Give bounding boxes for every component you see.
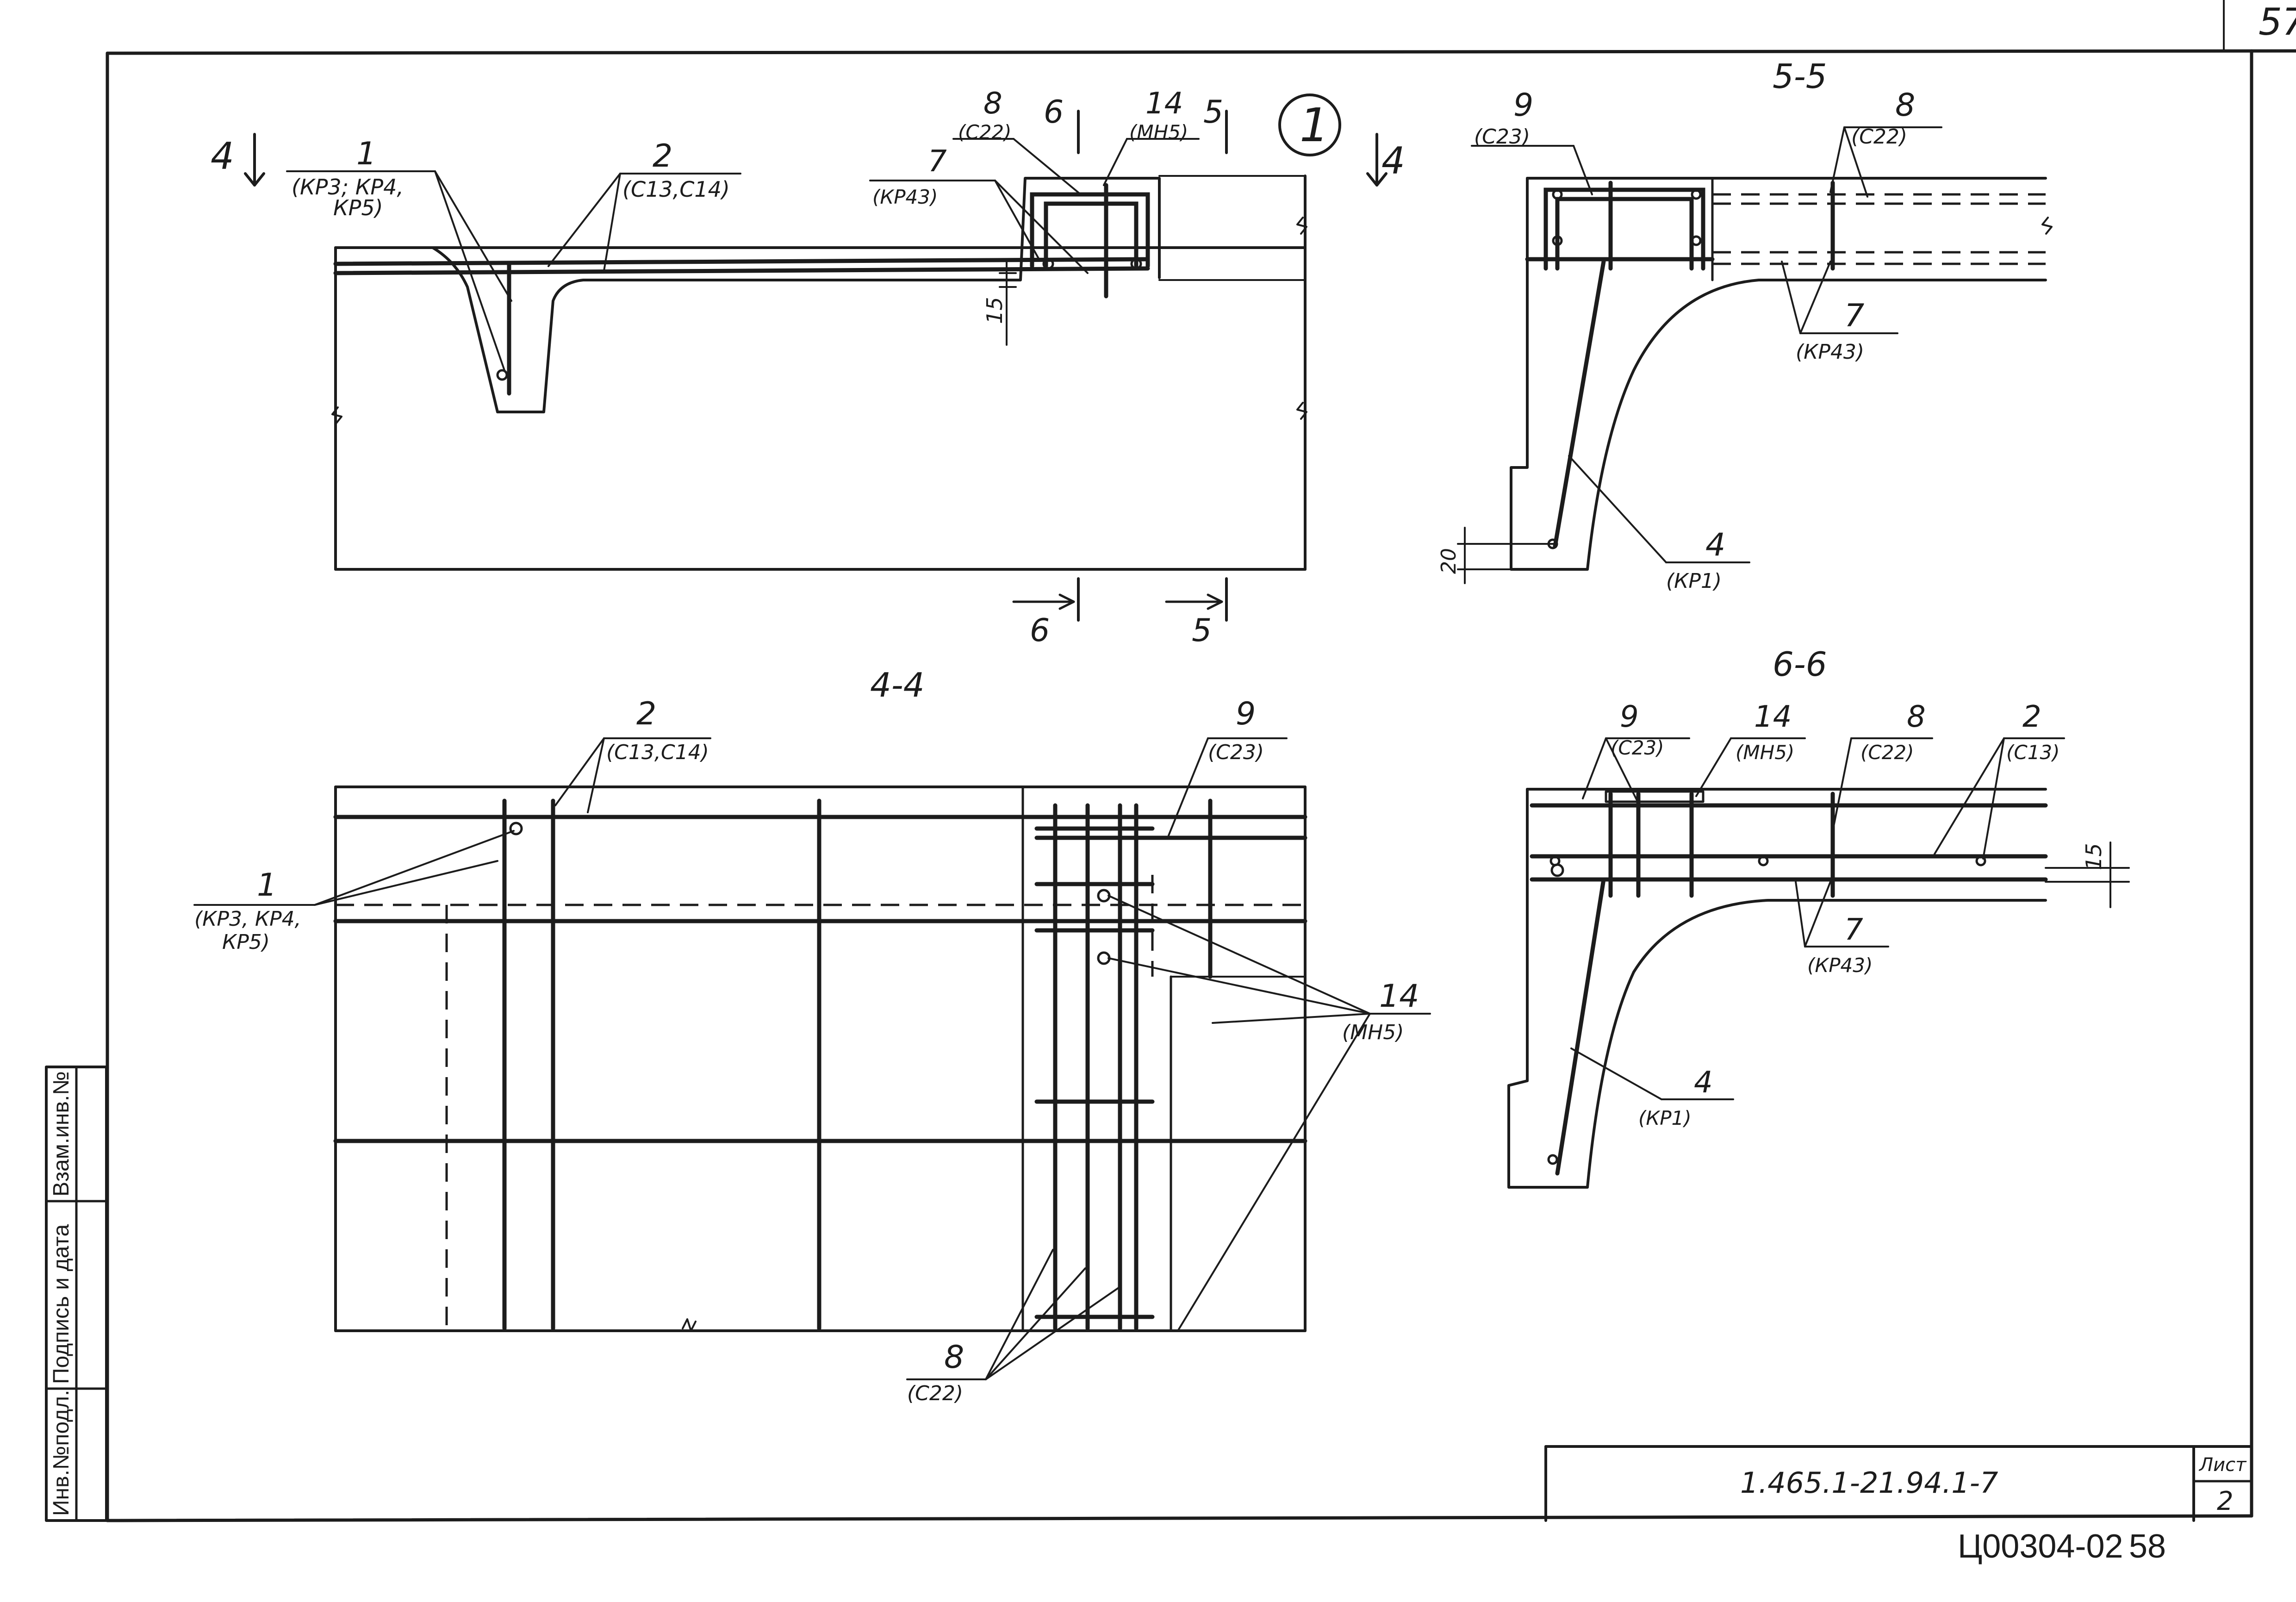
s66-pos4-num: 4	[1694, 1066, 1713, 1100]
sheet-label: Лист	[2198, 1454, 2247, 1476]
corner-number: 57	[2259, 0, 2296, 44]
archive-number: Ц00304-02	[1958, 1528, 2123, 1565]
s44-pos8-num: 8	[944, 1339, 964, 1376]
s44-pos1-code2: КР5)	[222, 930, 270, 954]
view1-pos1-code2: КР5)	[333, 195, 383, 220]
view1-pos7-num: 7	[928, 144, 947, 179]
cut-6-bottom: 6	[1030, 612, 1050, 649]
cut-6-top: 6	[1044, 94, 1064, 131]
side-stamp	[45, 1066, 108, 1522]
s55-pos8-num: 8	[1895, 87, 1915, 124]
s66-pos14-num: 14	[1754, 700, 1792, 734]
detail-marker-circle	[1278, 94, 1341, 156]
s44-pos9-num: 9	[1236, 696, 1256, 732]
s66-pos8-num: 8	[1907, 700, 1926, 734]
cut-4-left: 4	[211, 135, 234, 178]
s55-pos9-code: (С23)	[1474, 125, 1530, 149]
stamp-podpis-data: Подпись и дата	[49, 1224, 74, 1384]
s66-pos14-code: (МН5)	[1736, 741, 1794, 764]
detail-marker: 1	[1300, 98, 1329, 152]
section-4-4	[333, 785, 1307, 1332]
section-6-6-title: 6-6	[1773, 645, 1827, 684]
s44-pos2-code: (С13,С14)	[606, 741, 709, 764]
cut-marks-view1	[244, 110, 1388, 622]
s44-pos2-num: 2	[636, 696, 656, 732]
s66-pos9-code: (С23)	[1611, 736, 1664, 759]
s55-pos9-num: 9	[1513, 87, 1533, 124]
s44-pos9-code: (С23)	[1208, 741, 1264, 764]
s66-pos2-num: 2	[2022, 700, 2041, 734]
leaders-section44	[193, 737, 1431, 1380]
view1-pos14-code: (МН5)	[1129, 121, 1188, 143]
archive-page: 58	[2129, 1528, 2166, 1565]
leaders-view1	[286, 138, 1200, 371]
s66-pos7-num: 7	[1844, 913, 1863, 947]
dim-20-section55: 20	[1437, 548, 1461, 574]
s66-pos4-code: (КР1)	[1638, 1107, 1692, 1129]
sheet-frame	[106, 0, 2296, 1522]
view1-pos8-num: 8	[983, 87, 1002, 121]
leaders-section66	[1570, 737, 2065, 1100]
s55-pos7-code: (КР43)	[1796, 340, 1864, 364]
cut-5-top: 5	[1203, 94, 1223, 131]
s44-pos1-code: (КР3, КР4,	[194, 907, 301, 931]
dim-15-section66: 15	[2081, 843, 2106, 870]
s44-pos14-num: 14	[1379, 978, 1419, 1015]
s55-pos4-num: 4	[1705, 527, 1725, 563]
view-1-plan	[331, 175, 1307, 571]
s66-pos8-code: (С22)	[1860, 741, 1914, 764]
s44-pos14-code: (МН5)	[1342, 1021, 1404, 1044]
s55-pos4-code: (КР1)	[1666, 569, 1722, 593]
leaders-section55	[1471, 126, 1942, 563]
dim-15-view1: 15	[982, 297, 1007, 324]
section-5-5	[1457, 177, 2053, 584]
view1-pos2-code: (С13,С14)	[622, 177, 730, 202]
title-block	[1544, 1445, 2253, 1522]
stamp-vzam-inv: Взам.инв.№	[49, 1071, 74, 1197]
cut-5-bottom: 5	[1192, 612, 1212, 649]
view1-pos1-code: (КР3; КР4,	[292, 175, 404, 199]
section-6-6	[1507, 788, 2130, 1189]
s44-pos8-code: (С22)	[907, 1382, 963, 1405]
s55-pos7-num: 7	[1844, 298, 1864, 334]
view1-pos1-num: 1	[356, 136, 376, 172]
s55-pos8-code: (С22)	[1851, 125, 1907, 149]
sheet-number: 2	[2217, 1486, 2234, 1516]
view1-pos7-code: (КР43)	[872, 186, 938, 208]
stamp-inv-podl: Инв.№подл.	[49, 1390, 74, 1516]
drawing-designation: 1.465.1-21.94.1-7	[1740, 1466, 1998, 1500]
cut-4-right: 4	[1381, 139, 1405, 182]
view1-pos14-num: 14	[1145, 87, 1183, 121]
section-5-5-title: 5-5	[1773, 57, 1827, 96]
s66-pos7-code: (КР43)	[1807, 954, 1873, 977]
s66-pos9-num: 9	[1620, 700, 1639, 734]
s44-pos1-num: 1	[257, 867, 277, 904]
s66-pos2-code: (С13)	[2006, 741, 2060, 764]
view1-pos2-num: 2	[653, 138, 672, 175]
view1-pos8-code: (С22)	[958, 121, 1012, 143]
section-4-4-title: 4-4	[870, 666, 925, 704]
